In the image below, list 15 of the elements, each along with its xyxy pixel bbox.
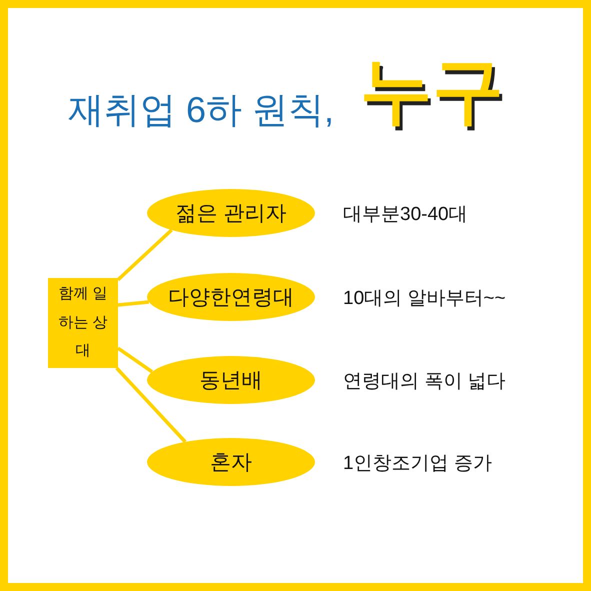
ellipse-node: 혼자	[147, 438, 315, 486]
ellipse-node: 동년배	[147, 356, 315, 404]
emphasis-word: 누구	[360, 52, 504, 132]
note-text: 대부분30-40대	[343, 203, 468, 227]
ellipse-node: 다양한연령대	[147, 273, 315, 321]
connector-line	[116, 228, 173, 282]
title: 재취업 6하 원칙,	[68, 88, 334, 132]
ellipse-node: 젊은 관리자	[147, 189, 315, 237]
note-text: 연령대의 폭이 넓다	[343, 370, 506, 394]
connector-line	[118, 300, 149, 307]
note-text: 1인창조기업 증가	[343, 452, 492, 476]
note-text: 10대의 알바부터~~	[343, 287, 506, 311]
connector-line	[117, 346, 154, 374]
topic-box: 함께 일하는 상대	[48, 278, 118, 368]
connector-line	[115, 366, 187, 444]
